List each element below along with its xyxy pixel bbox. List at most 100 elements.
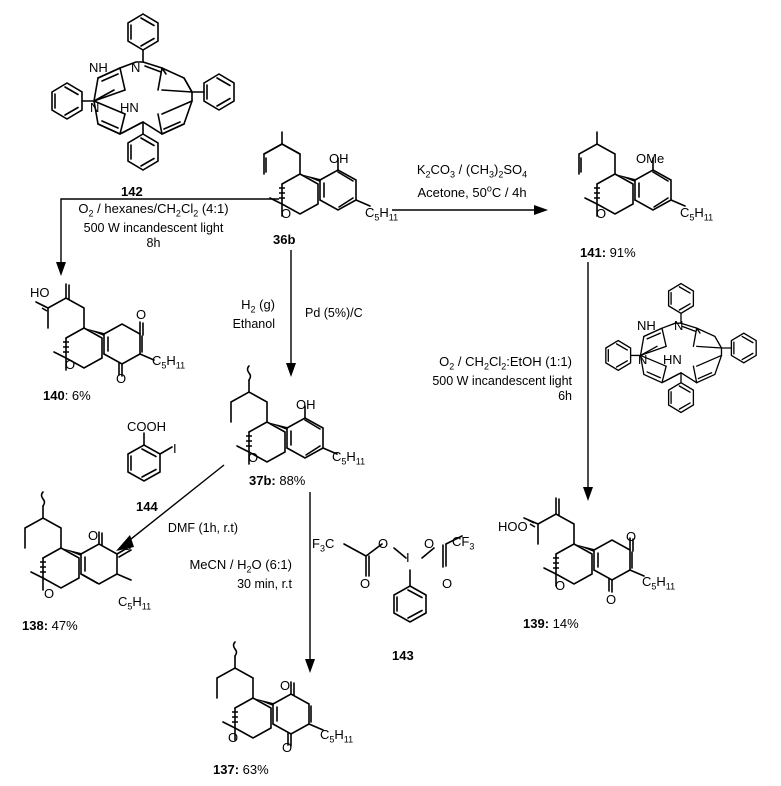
- compound-137-label-O-bottom: O: [282, 740, 293, 755]
- conditions-line-1: O2 / hexanes/CH2Cl2 (4:1): [78, 201, 229, 219]
- phenyl-ring-right: [191, 73, 235, 111]
- compound-144-number: 144: [136, 499, 158, 514]
- conditions-36b-to-140: O2 / hexanes/CH2Cl2 (4:1) 500 W incandes…: [46, 201, 261, 250]
- compound-141-yield: 91%: [606, 245, 636, 260]
- compound-140-label-O-top: O: [136, 307, 147, 322]
- compound-143-label-O-left: O: [378, 536, 389, 551]
- compound-142-label-HN: HN: [120, 100, 139, 115]
- compound-139-label-O-bottom: O: [606, 592, 617, 607]
- compound-140-label-C5H11: C5H11: [152, 353, 186, 371]
- compound-141-label-OMe: OMe: [636, 151, 665, 166]
- compound-139-number: 139:: [523, 616, 550, 631]
- conditions-right-36b-to-37b: Pd (5%)/C: [305, 306, 395, 321]
- conditions-left-36b-to-37b: H2 (g) Ethanol: [188, 297, 275, 332]
- compound-141-number: 141:: [580, 245, 607, 260]
- compound-137-yield: 63%: [239, 762, 269, 777]
- compound-138-label-O-top: O: [88, 528, 99, 543]
- compound-140-label-O-pyran: O: [65, 357, 76, 372]
- compound-36b-label-C5H11: C5H11: [365, 205, 399, 223]
- conditions-line-3: 6h: [558, 388, 572, 403]
- compound-143-structure: [322, 526, 482, 646]
- compound-139-structure: [500, 494, 685, 612]
- compound-143-label-I: I: [406, 550, 410, 565]
- compound-139-label-C5H11: C5H11: [642, 574, 676, 592]
- compound-142b-structure: [586, 268, 776, 428]
- conditions-line-1: O2 / CH2Cl2:EtOH (1:1): [439, 354, 572, 372]
- compound-142b-label-N2: N: [638, 352, 648, 367]
- arrow-141-to-139: [578, 262, 598, 502]
- compound-143-label-O-carbonyl-left: O: [360, 576, 371, 591]
- compound-144-structure: [108, 428, 198, 508]
- compound-37b-structure: [203, 365, 383, 483]
- compound-138-number: 138:: [22, 618, 49, 633]
- compound-36b-structure: [236, 131, 406, 236]
- compound-140-number: 140: [43, 388, 65, 403]
- compound-37b-label-C5H11: C5H11: [332, 449, 366, 467]
- arrow-36b-to-141: [392, 200, 552, 220]
- compound-137-label-C5H11: C5H11: [320, 727, 354, 745]
- compound-143-label-F3C: F3C: [312, 536, 335, 554]
- conditions-36b-to-141: K2CO3 / (CH3)2SO4 Acetone, 50oC / 4h: [389, 162, 555, 201]
- compound-137-number: 137:: [213, 762, 240, 777]
- conditions-line-2: 30 min, r.t: [237, 577, 292, 592]
- arrow-37b-to-137: [300, 492, 320, 674]
- conditions-141-to-139: O2 / CH2Cl2:EtOH (1:1) 500 W incandescen…: [400, 354, 572, 403]
- phenyl-ring-top: [127, 13, 159, 63]
- compound-37b-yield: 88%: [275, 473, 306, 488]
- compound-138-structure: [5, 491, 185, 616]
- compound-36b-label-O: O: [281, 206, 292, 221]
- compound-142-label-NH: NH: [89, 60, 108, 75]
- compound-36b-number: 36b: [273, 232, 296, 247]
- compound-140-caption: 140: 6%: [43, 388, 91, 403]
- conditions-37b-to-138: DMF (1h, r.t): [148, 521, 258, 536]
- compound-139-label-HOO: HOO: [498, 519, 528, 534]
- arrow-36b-to-37b: [281, 250, 301, 378]
- phenyl-ring-top: [667, 282, 695, 324]
- compound-143-label-CF3: CF3: [452, 534, 475, 552]
- compound-139-yield: 14%: [549, 616, 579, 631]
- compound-37b-number: 37b:: [249, 473, 276, 488]
- compound-139-caption: 139: 14%: [523, 616, 579, 631]
- compound-142b-label-NH: NH: [637, 318, 656, 333]
- compound-143-label-O-right: O: [424, 536, 435, 551]
- compound-141-caption: 141: 91%: [580, 245, 636, 260]
- conditions-line-2: Ethanol: [232, 317, 275, 332]
- conditions-line-2: Acetone, 50oC / 4h: [417, 184, 527, 201]
- porphyrin-core: [93, 61, 193, 135]
- compound-143-label-O-carbonyl-right: O: [442, 576, 453, 591]
- compound-144-label-I: I: [173, 441, 177, 456]
- compound-140-label-O-bottom: O: [116, 371, 127, 386]
- compound-142-caption: 142: [121, 184, 143, 199]
- compound-138-label-C5H11: C5H11: [118, 594, 152, 612]
- compound-140-yield: : 6%: [64, 388, 91, 403]
- porphyrin-core: [639, 322, 723, 384]
- compound-143-caption: 143: [392, 648, 414, 663]
- compound-143-number: 143: [392, 648, 414, 663]
- compound-142-number: 142: [121, 184, 143, 199]
- compound-141-label-C5H11: C5H11: [680, 205, 714, 223]
- conditions-line-2: 500 W incandescent light: [83, 221, 224, 236]
- compound-137-structure: [195, 641, 375, 766]
- compound-137-caption: 137: 63%: [213, 762, 269, 777]
- compound-137-label-O-pyran: O: [228, 730, 239, 745]
- compound-142-structure: [28, 2, 258, 182]
- phenyl-ring-left: [605, 339, 642, 372]
- compound-138-yield: 47%: [48, 618, 78, 633]
- compound-138-caption: 138: 47%: [22, 618, 78, 633]
- compound-140-label-HO: HO: [30, 285, 50, 300]
- compound-37b-label-OH: OH: [296, 397, 316, 412]
- conditions-line-1: K2CO3 / (CH3)2SO4: [416, 162, 528, 180]
- compound-142-label-N2: N: [90, 100, 100, 115]
- compound-137-label-O-top: O: [280, 678, 291, 693]
- compound-142-label-N: N: [131, 60, 141, 75]
- arrow-36b-to-140: [55, 196, 280, 278]
- conditions-line-2: 500 W incandescent light: [432, 374, 572, 389]
- compound-139-label-O-top: O: [626, 529, 637, 544]
- compound-37b-caption: 37b: 88%: [249, 473, 305, 488]
- conditions-37b-to-137: MeCN / H2O (6:1) 30 min, r.t: [160, 557, 292, 592]
- phenyl-ring-left: [51, 82, 95, 120]
- compound-144-label-COOH: COOH: [127, 419, 166, 434]
- conditions-line-1: DMF (1h, r.t): [167, 521, 239, 535]
- phenyl-ring-bottom: [667, 372, 695, 414]
- compound-36b-caption: 36b: [273, 232, 295, 247]
